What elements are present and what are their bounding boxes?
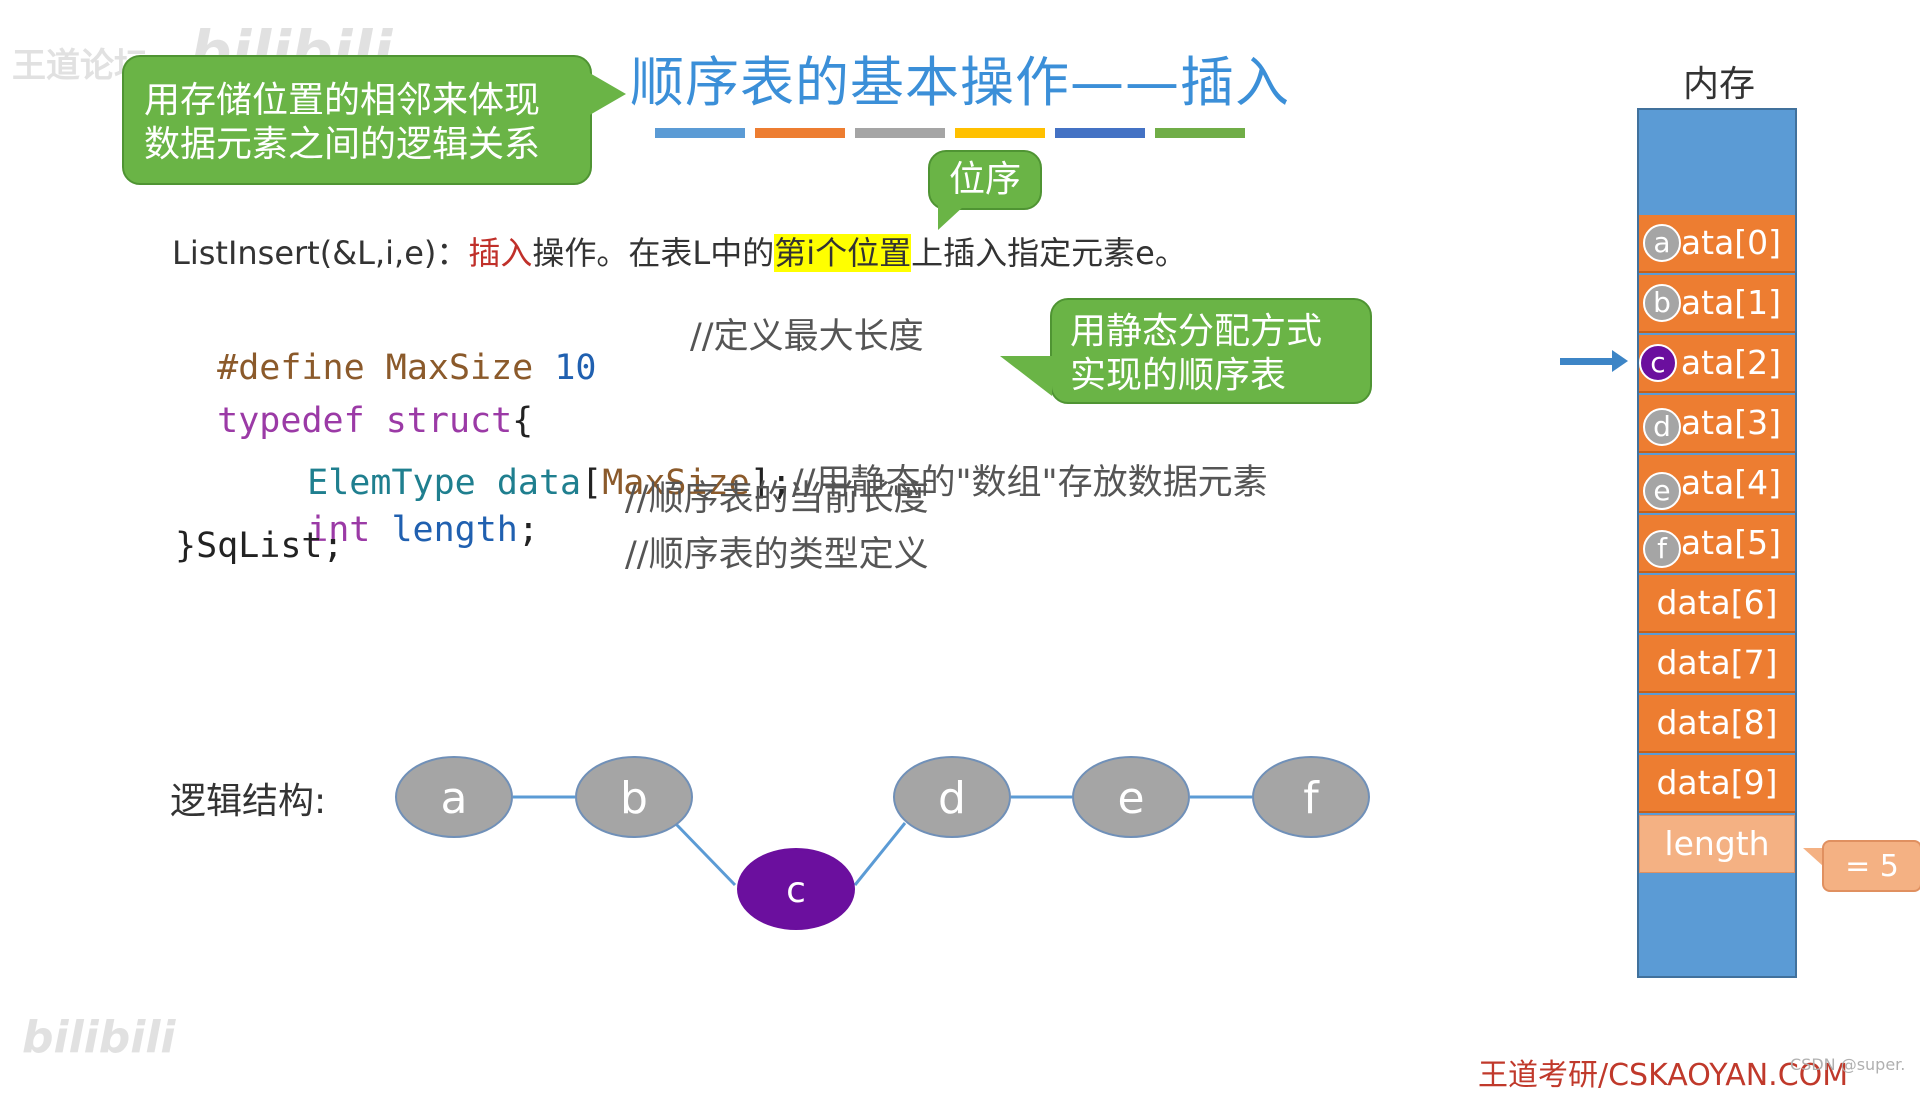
- elemtype-type: ElemType: [307, 463, 476, 503]
- memory-cell-0-label: ata[0]: [1680, 223, 1782, 262]
- position-order-callout-tail: [938, 206, 964, 230]
- code-line-2: typedef struct{: [175, 361, 533, 441]
- code-line-1: #define MaxSize 10: [175, 308, 597, 388]
- element-marker-e: e: [1643, 472, 1681, 510]
- slide-title: 顺序表的基本操作——插入: [630, 51, 1290, 114]
- memory-cell-8: data[8]: [1639, 695, 1795, 753]
- length-badge-tail: [1803, 848, 1823, 866]
- static-alloc-callout: 用静态分配方式 实现的顺序表: [1050, 298, 1372, 404]
- memory-cell-1-label: ata[1]: [1680, 283, 1782, 322]
- logic-node-f: f: [1252, 756, 1370, 838]
- code-comment-1: //定义最大长度: [690, 317, 924, 357]
- element-marker-a: a: [1643, 224, 1681, 262]
- element-marker-f: f: [1643, 530, 1681, 568]
- array-size: MaxSize: [602, 463, 750, 503]
- code-comment-3: //用静态的"数组"存放数据元素: [791, 463, 1268, 503]
- edge-c-d: [853, 822, 907, 886]
- stripe-2: [755, 128, 845, 138]
- adjacency-callout-tail: [588, 72, 626, 116]
- bracket-close: ];: [749, 463, 792, 503]
- static-alloc-callout-tail: [1000, 356, 1052, 396]
- insert-op-name: 插入: [468, 234, 533, 272]
- memory-cell-4-label: ata[4]: [1680, 463, 1782, 502]
- code-line-4: int length;: [265, 470, 539, 550]
- insert-arrow: [1560, 358, 1616, 365]
- memory-cell-6: data[6]: [1639, 575, 1795, 633]
- length-field: length: [391, 510, 518, 550]
- code-comment-4: //顺序表的当前长度: [625, 479, 929, 519]
- memory-cell-2-label: ata[2]: [1680, 343, 1782, 382]
- logic-node-b: b: [575, 756, 693, 838]
- logic-node-d: d: [893, 756, 1011, 838]
- open-brace: {: [512, 401, 534, 441]
- memory-cell-3-label: ata[3]: [1680, 403, 1782, 442]
- adjacency-callout: 用存储位置的相邻来体现 数据元素之间的逻辑关系: [122, 55, 592, 185]
- definition-text-b: 上插入指定元素e。: [911, 234, 1187, 272]
- memory-cell-7: data[7]: [1639, 635, 1795, 693]
- code-line-3: ElemType data[MaxSize];//用静态的"数组"存放数据元素: [265, 414, 1268, 505]
- memory-label: 内存: [1683, 64, 1756, 105]
- logic-node-e: e: [1072, 756, 1190, 838]
- bracket-open: [: [581, 463, 603, 503]
- code-comment-5: //顺序表的类型定义: [625, 535, 929, 575]
- code-line-5: }SqList;: [175, 526, 344, 566]
- element-marker-b: b: [1643, 284, 1681, 322]
- static-alloc-callout-line2: 实现的顺序表: [1070, 355, 1287, 396]
- semicolon: ;: [517, 510, 539, 550]
- memory-cell-9: data[9]: [1639, 755, 1795, 813]
- stripe-4: [955, 128, 1045, 138]
- typedef-struct-keyword: typedef struct: [217, 401, 513, 441]
- define-keyword: #define: [217, 348, 365, 388]
- memory-length-cell: length: [1639, 815, 1795, 873]
- stripe-1: [655, 128, 745, 138]
- definition-text-a: 操作。在表L中的: [532, 234, 775, 272]
- element-marker-d: d: [1643, 408, 1681, 446]
- memory-cell-5-label: ata[5]: [1680, 523, 1782, 562]
- title-stripes: [655, 128, 1255, 140]
- stripe-6: [1155, 128, 1245, 138]
- insert-arrow-head: [1612, 350, 1628, 372]
- position-highlight: 第i个位置: [774, 234, 912, 272]
- csdn-credit: CSDN @super.: [1790, 1055, 1906, 1074]
- data-field: data: [496, 463, 582, 503]
- element-marker-c: c: [1639, 344, 1677, 382]
- length-value-badge: = 5: [1822, 840, 1920, 892]
- insert-signature: ListInsert(&L,i,e)：: [172, 234, 469, 272]
- stripe-3: [855, 128, 945, 138]
- logic-structure-label: 逻辑结构:: [170, 781, 327, 822]
- position-order-callout: 位序: [928, 150, 1042, 210]
- stripe-5: [1055, 128, 1145, 138]
- static-alloc-callout-line1: 用静态分配方式: [1070, 311, 1323, 352]
- maxsize-name: MaxSize: [385, 348, 534, 388]
- maxsize-value: 10: [554, 348, 597, 388]
- insert-definition: ListInsert(&L,i,e)：插入操作。在表L中的第i个位置上插入指定元…: [172, 228, 1187, 274]
- int-keyword: int: [307, 510, 371, 550]
- edge-b-c: [673, 821, 737, 887]
- adjacency-callout-line1: 用存储位置的相邻来体现: [144, 80, 541, 121]
- logic-node-c: c: [737, 848, 855, 930]
- logic-node-a: a: [395, 756, 513, 838]
- adjacency-callout-line2: 数据元素之间的逻辑关系: [144, 124, 541, 165]
- bilibili-logo-bottom: bilibili: [22, 1012, 176, 1063]
